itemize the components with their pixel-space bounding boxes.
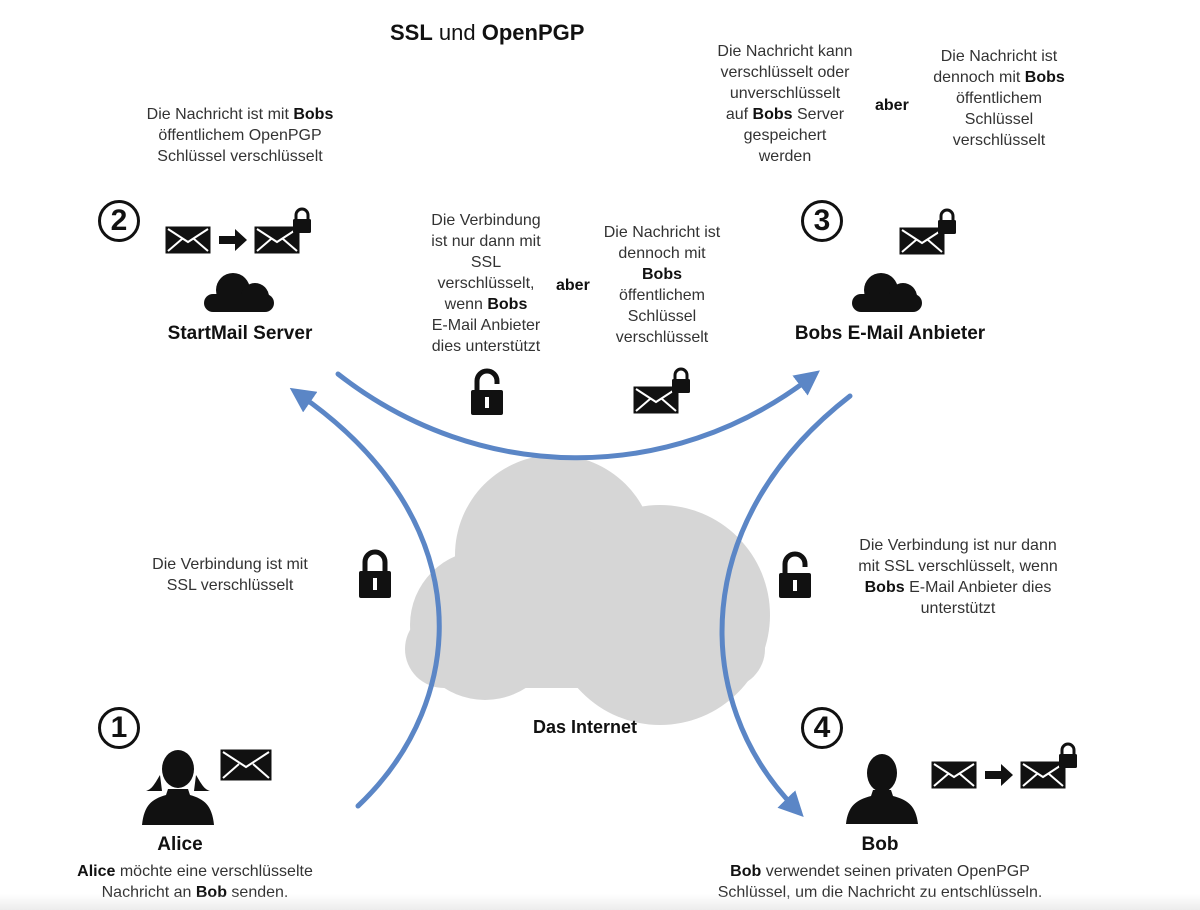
arrow-alice-to-server (289, 387, 442, 809)
envelope-icon (220, 749, 272, 781)
envelope-icon (931, 761, 977, 789)
arrow-right-icon (219, 229, 247, 251)
cloud-icon (204, 273, 274, 312)
bottom-edge (0, 894, 1200, 910)
startmail-server-label: StartMail Server (167, 323, 313, 344)
lock-icon (672, 367, 690, 393)
lock-icon (938, 208, 956, 234)
step-4-badge: 4 (801, 707, 843, 749)
envelope-icon (1020, 761, 1066, 789)
envelope-icon (899, 227, 945, 255)
envelope-icon (254, 226, 300, 254)
lock-icon (359, 549, 391, 598)
person-icon (846, 754, 918, 824)
envelope-icon (633, 386, 679, 414)
ssl-top-description: Die Verbindung ist nur dann mit SSL vers… (431, 212, 541, 355)
arrow-right-icon (985, 764, 1013, 786)
step3-right-description: Die Nachricht ist dennoch mit Bobs öffen… (933, 48, 1065, 149)
aber-label-middle: aber (556, 277, 590, 294)
aber-label-top: aber (875, 97, 909, 114)
lock-icon (1059, 742, 1077, 768)
ssl-left-description: Die Verbindung ist mit SSL verschlüsselt (152, 556, 308, 594)
provider-label: Bobs E-Mail Anbieter (794, 323, 986, 344)
unlock-icon (779, 551, 811, 598)
internet-label: Das Internet (532, 717, 638, 737)
step-2-badge: 2 (98, 200, 140, 242)
cloud-icon (852, 273, 922, 312)
page-title: SSL und OpenPGP (390, 20, 585, 45)
step-3-badge: 3 (801, 200, 843, 242)
step3-left-description: Die Nachricht kann verschlüsselt oder un… (717, 43, 853, 165)
unlock-icon (471, 368, 503, 415)
alice-label: Alice (157, 834, 203, 855)
step2-description: Die Nachricht ist mit Bobs öffentlichem … (146, 106, 334, 165)
envelope-icon (165, 226, 211, 254)
arrow-server-to-provider (335, 370, 820, 461)
pgp-top-description: Die Nachricht ist dennoch mit Bobs öffen… (603, 224, 721, 346)
step-1-badge: 1 (98, 707, 140, 749)
person-icon (142, 750, 214, 825)
arrow-provider-to-bob (719, 393, 853, 817)
ssl-right-description: Die Verbindung ist nur dann mit SSL vers… (858, 537, 1058, 617)
lock-icon (293, 207, 311, 233)
bob-label: Bob (861, 834, 899, 855)
